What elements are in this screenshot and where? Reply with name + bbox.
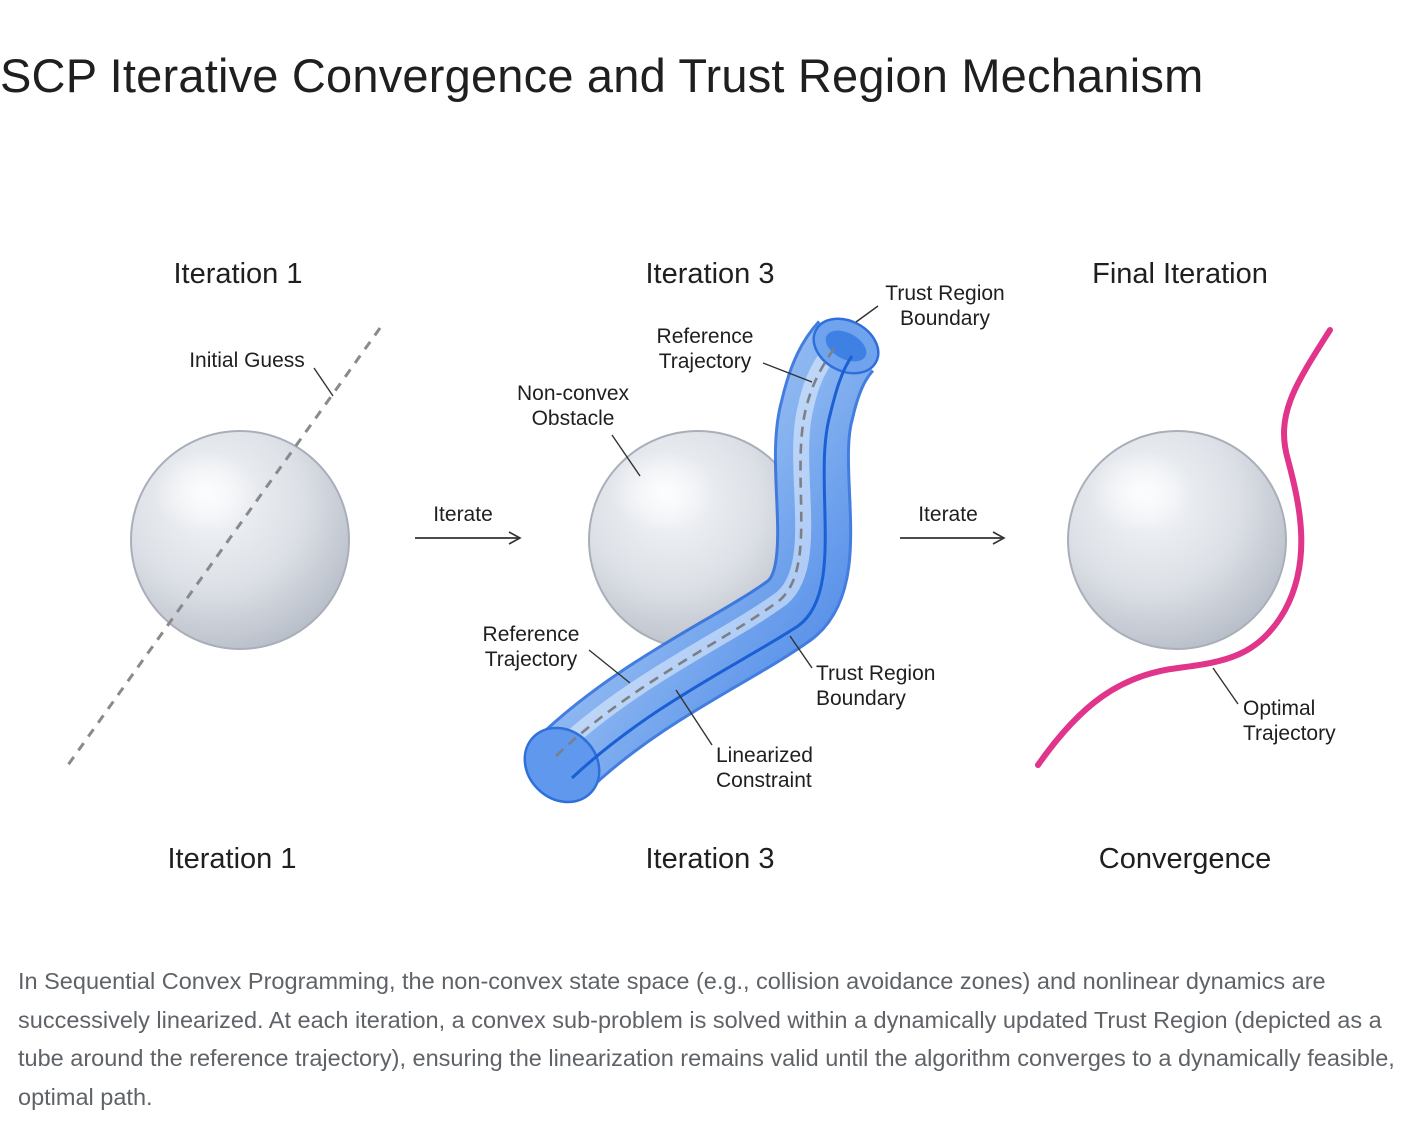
panel-3-heading: Final Iteration [1092, 258, 1268, 290]
reference-trajectory-line [555, 342, 840, 757]
linearized-constraint-line [570, 355, 854, 780]
optimal-trajectory-leader [1212, 667, 1239, 705]
iterate-label-1: Iterate [433, 503, 493, 526]
svg-text:Optimal: Optimal [1243, 697, 1315, 720]
obstacle-sphere-3 [1067, 430, 1287, 650]
svg-text:Trajectory: Trajectory [1243, 722, 1336, 745]
svg-text:Boundary: Boundary [900, 307, 990, 330]
page-title: SCP Iterative Convergence and Trust Regi… [0, 49, 1204, 102]
svg-text:Obstacle: Obstacle [532, 407, 615, 430]
obstacle-sphere-1 [130, 430, 350, 650]
linearized-constraint-label: Linearized Constraint [716, 744, 813, 792]
svg-text:Reference: Reference [483, 623, 580, 646]
non-convex-obstacle-leader [611, 434, 641, 477]
trust-region-boundary-bottom-label: Trust Region Boundary [816, 662, 935, 710]
svg-text:Linearized: Linearized [716, 744, 813, 767]
initial-guess-trajectory [66, 327, 382, 766]
linearized-constraint-leader [675, 689, 713, 746]
svg-text:Trajectory: Trajectory [659, 350, 752, 373]
svg-text:Trajectory: Trajectory [485, 648, 578, 671]
svg-text:Trust Region: Trust Region [885, 282, 1004, 305]
panel-2-footer: Iteration 3 [646, 843, 775, 875]
trust-region-boundary-bottom-leader [789, 635, 813, 669]
svg-text:Reference: Reference [657, 325, 754, 348]
reference-trajectory-bottom-leader [588, 649, 631, 684]
iterate-label-2: Iterate [918, 503, 978, 526]
reference-trajectory-top-label: Reference Trajectory [657, 325, 754, 373]
initial-guess-leader [313, 367, 334, 397]
optimal-trajectory-label: Optimal Trajectory [1243, 697, 1336, 745]
scp-diagram: Iteration 1 Initial Guess Iteration 1 It… [0, 140, 1420, 920]
reference-trajectory-bottom-label: Reference Trajectory [483, 623, 580, 671]
trust-region-tube [523, 317, 880, 804]
svg-text:Boundary: Boundary [816, 687, 906, 710]
svg-text:Non-convex: Non-convex [517, 382, 630, 405]
panel-2-heading: Iteration 3 [646, 258, 775, 290]
panel-1-heading: Iteration 1 [174, 258, 303, 290]
trust-region-boundary-top-leader [855, 305, 879, 323]
svg-text:Trust Region: Trust Region [816, 662, 935, 685]
initial-guess-label: Initial Guess [189, 349, 305, 372]
svg-text:Constraint: Constraint [716, 769, 812, 792]
non-convex-obstacle-label: Non-convex Obstacle [517, 382, 630, 430]
trust-region-boundary-top-label: Trust Region Boundary [885, 282, 1004, 330]
reference-trajectory-top-leader [762, 362, 813, 383]
optimal-trajectory-path [1035, 327, 1333, 768]
panel-3-footer: Convergence [1099, 843, 1272, 875]
figure-caption: In Sequential Convex Programming, the no… [18, 968, 1395, 1110]
panel-1-footer: Iteration 1 [168, 843, 297, 875]
